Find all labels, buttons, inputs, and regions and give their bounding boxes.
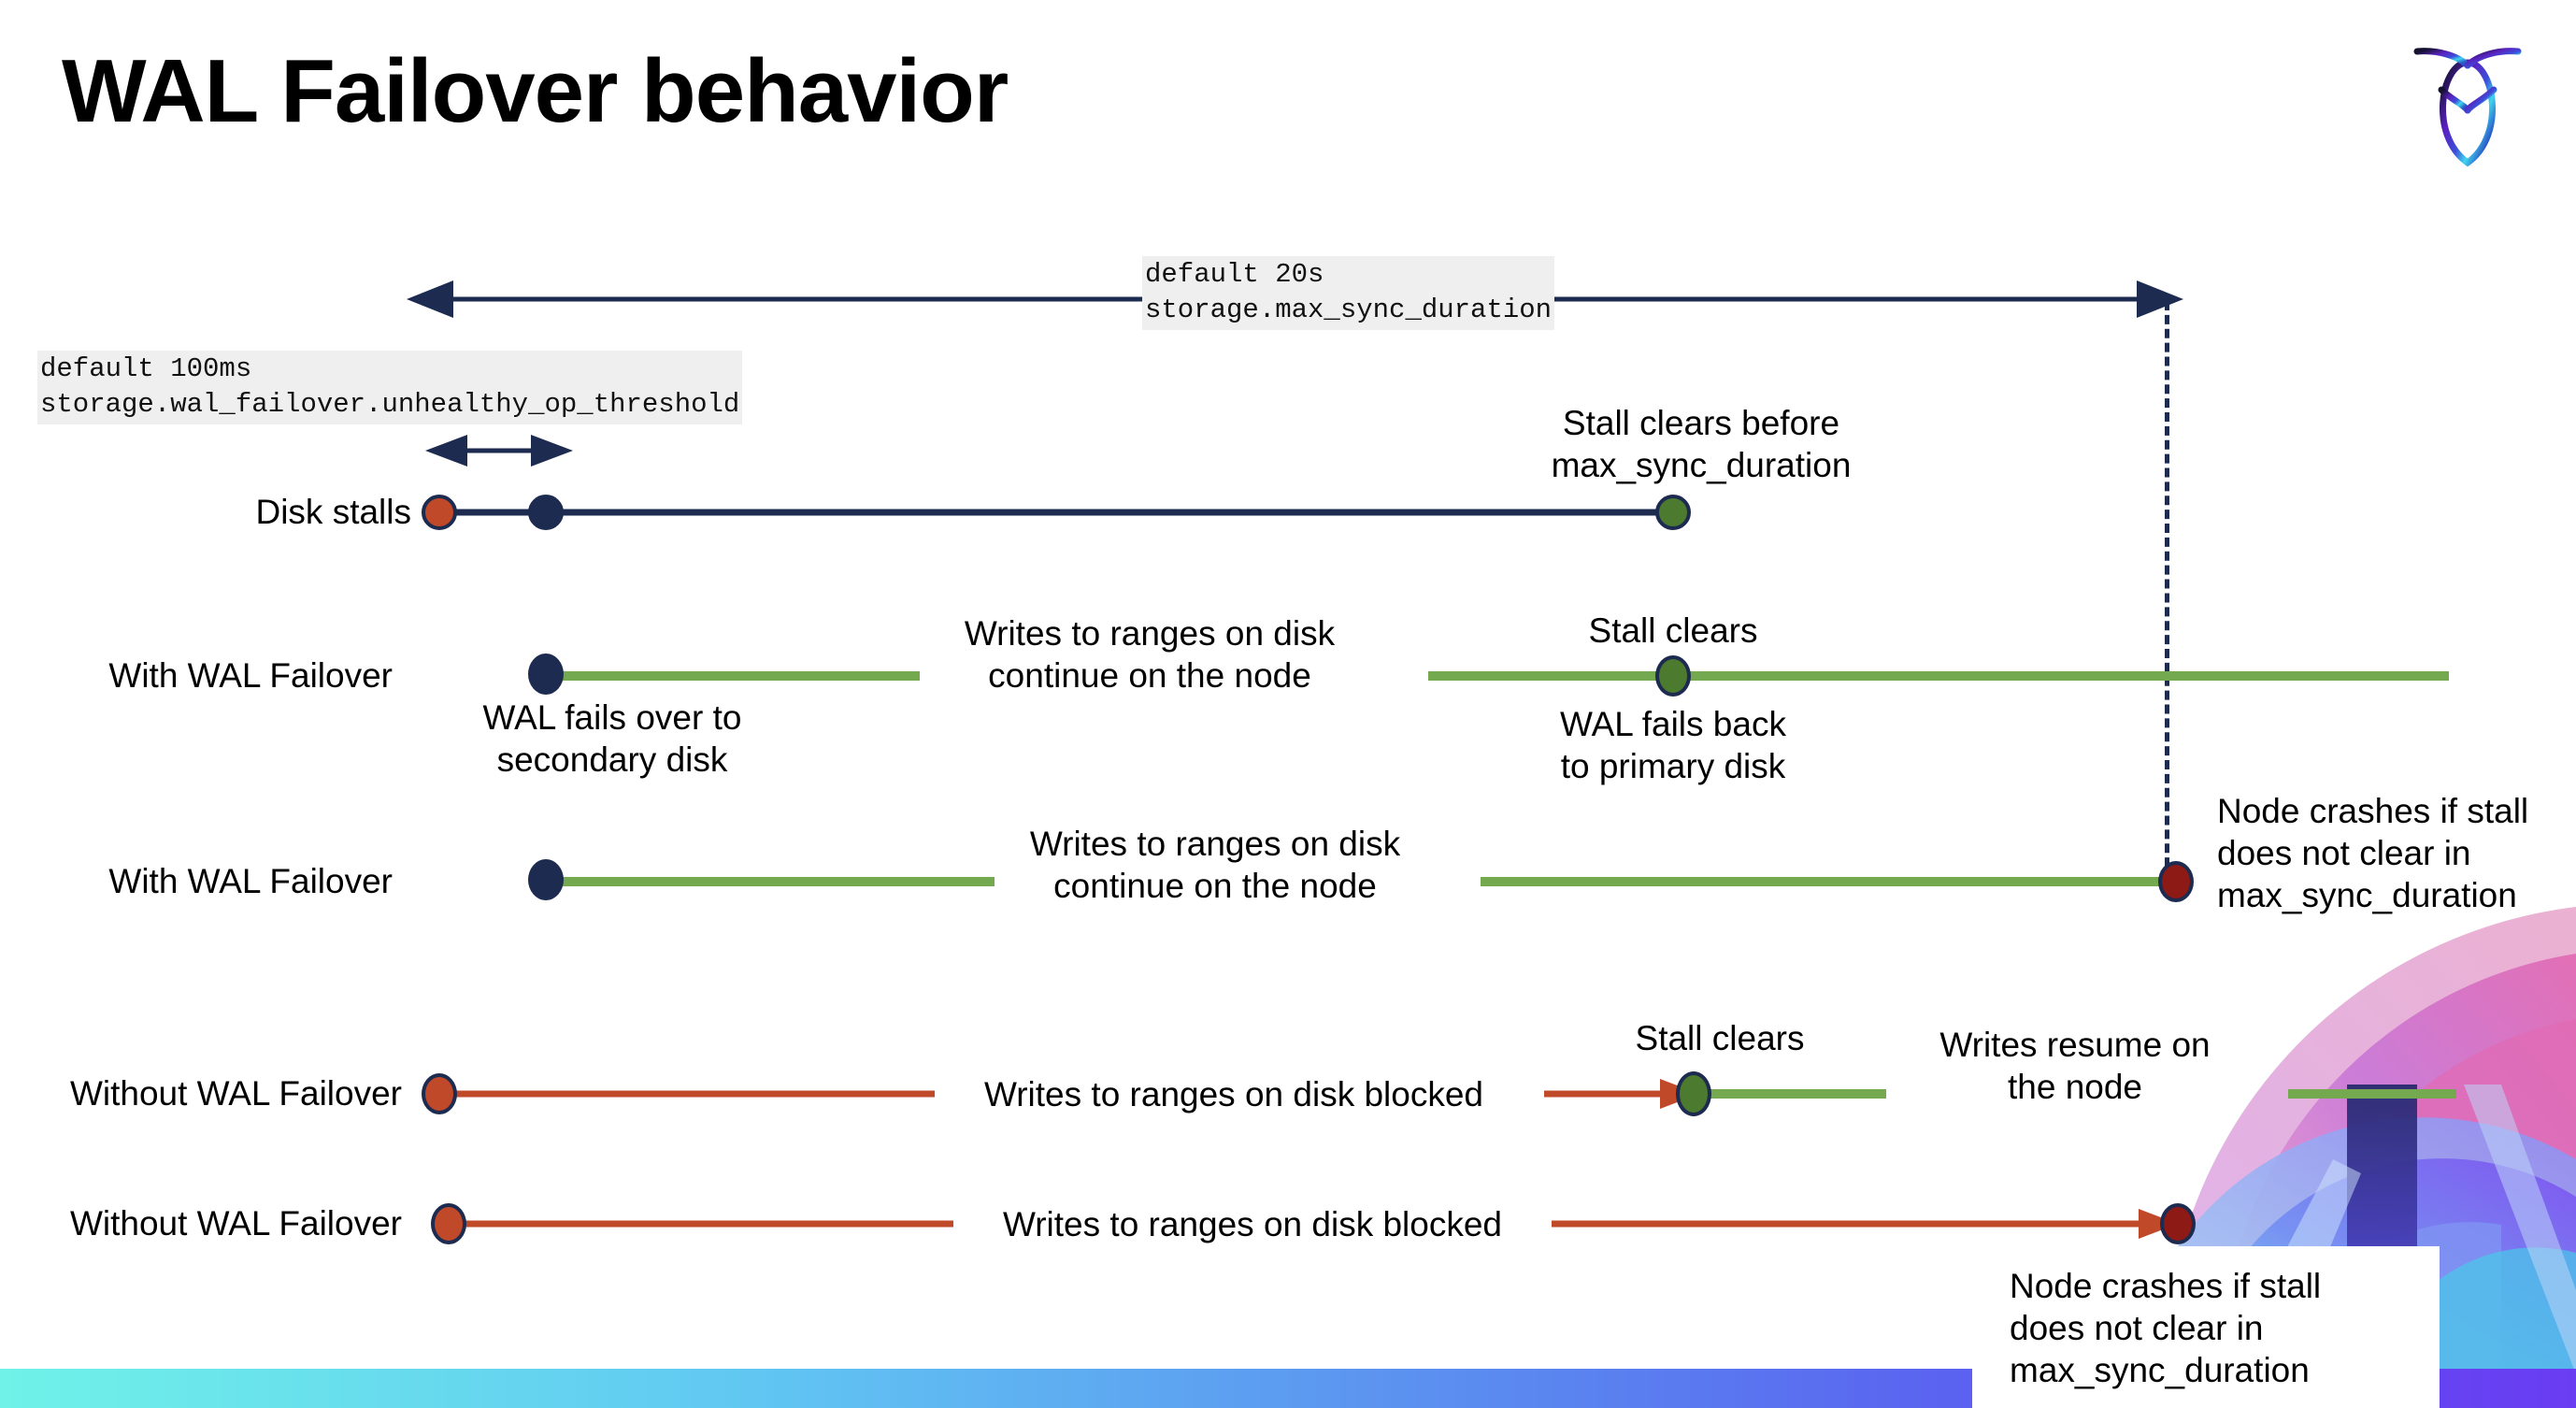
note-wal-fails-back-to-primary-disk: WAL fails back to primary disk xyxy=(1560,705,1786,786)
row-label-with-wal-failover-clears: With WAL Failover xyxy=(108,656,393,695)
without-wal-failover-crash-track-b xyxy=(1552,1220,2168,1228)
without-wal-failover-clears-track-resume-a xyxy=(1710,1089,1886,1099)
row-label-with-wal-failover-crash: With WAL Failover xyxy=(108,862,393,900)
note-writes-continue-on-node-row3: Writes to ranges on disk continue on the… xyxy=(1029,825,1401,906)
without-wal-failover-clears-track-blocked-a xyxy=(439,1090,935,1098)
with-wal-failover-clears-track-right xyxy=(1428,671,2449,681)
with-wal-failover-crash-start-marker xyxy=(528,859,564,900)
disk-stalls-threshold-marker xyxy=(528,495,564,530)
max-sync-duration-guide-line xyxy=(2165,301,2169,881)
max-sync-duration-setting: storage.max_sync_duration xyxy=(1145,295,1553,326)
row-label-disk-stalls: Disk stalls xyxy=(255,493,411,531)
note-node-crashes-row3: Node crashes if stall does not clear in … xyxy=(2217,792,2529,915)
without-wal-failover-crash-track-a xyxy=(449,1220,953,1228)
disk-stalls-track xyxy=(439,509,1673,516)
unhealthy-op-threshold-default: default 100ms xyxy=(40,353,252,384)
disk-stalls-start-marker xyxy=(422,495,457,530)
note-stall-clears-before-max-sync: Stall clears before max_sync_duration xyxy=(1551,404,1852,485)
without-wal-failover-crash-start-marker xyxy=(431,1203,466,1244)
note-writes-blocked-row4: Writes to ranges on disk blocked xyxy=(983,1075,1484,1113)
max-sync-duration-code-tag: default 20s storage.max_sync_duration xyxy=(1142,256,1555,330)
without-wal-failover-clears-track-blocked-b xyxy=(1544,1090,1694,1098)
crash-callout-backdrop xyxy=(1972,1246,2440,1408)
page-title: WAL Failover behavior xyxy=(62,41,1009,141)
with-wal-failover-crash-track-left xyxy=(546,877,995,886)
cockroachdb-logo-icon xyxy=(2383,21,2552,180)
note-wal-fails-over-to-secondary-disk: WAL fails over to secondary disk xyxy=(482,698,742,780)
with-wal-failover-clears-start-marker xyxy=(528,654,564,695)
with-wal-failover-crash-track-right xyxy=(1481,877,2172,886)
note-node-crashes-row5: Node crashes if stall does not clear in … xyxy=(2010,1267,2322,1390)
without-wal-failover-clears-clear-marker xyxy=(1676,1071,1711,1116)
with-wal-failover-clears-track-left xyxy=(546,671,920,681)
without-wal-failover-crash-node-crash-marker xyxy=(2160,1203,2196,1244)
max-sync-duration-default: default 20s xyxy=(1145,259,1324,290)
unhealthy-op-threshold-setting: storage.wal_failover.unhealthy_op_thresh… xyxy=(40,389,740,421)
note-stall-clears-row2: Stall clears xyxy=(1588,611,1758,650)
note-stall-clears-row4: Stall clears xyxy=(1635,1019,1805,1057)
note-writes-continue-on-node-row2: Writes to ranges on disk continue on the… xyxy=(964,614,1336,696)
unhealthy-op-threshold-code-tag: default 100ms storage.wal_failover.unhea… xyxy=(37,351,743,424)
disk-stalls-clear-marker xyxy=(1655,495,1691,530)
note-writes-resume-on-the-node: Writes resume on the node xyxy=(1939,1026,2211,1107)
row-label-without-wal-failover-crash: Without WAL Failover xyxy=(69,1204,402,1243)
with-wal-failover-clears-clear-marker xyxy=(1655,655,1691,697)
note-writes-blocked-row5: Writes to ranges on disk blocked xyxy=(1002,1205,1503,1243)
with-wal-failover-crash-node-crash-marker xyxy=(2158,861,2194,902)
without-wal-failover-clears-start-marker xyxy=(422,1073,457,1114)
row-label-without-wal-failover-clears: Without WAL Failover xyxy=(69,1074,402,1113)
without-wal-failover-clears-track-resume-b xyxy=(2288,1089,2456,1099)
